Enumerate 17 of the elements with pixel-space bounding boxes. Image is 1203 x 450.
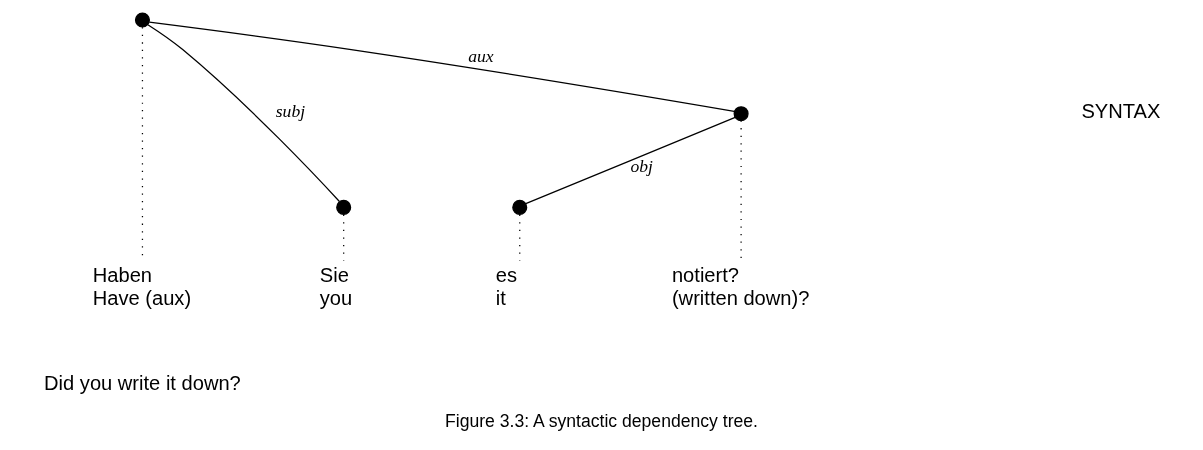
node-circle (336, 199, 352, 215)
label: SYNTAX (1081, 100, 1161, 123)
node-text: Sie you (319, 263, 353, 309)
node-circle (512, 199, 528, 215)
edge-label: obj (630, 155, 653, 176)
node-text: es it (495, 263, 518, 309)
connector (148, 21, 735, 112)
node-circle (733, 106, 749, 122)
caption: Figure 3.3: A syntactic dependency tree. (445, 411, 758, 432)
node-circle (134, 12, 150, 28)
label: Did you write it down? (44, 372, 241, 395)
node-text: notiert? (written down)? (671, 263, 810, 309)
edge-label: aux (468, 46, 494, 67)
connector (525, 116, 736, 205)
edge-label: subj (275, 101, 306, 122)
connector (147, 24, 341, 203)
node-text: Haben Have (aux) (92, 263, 192, 309)
